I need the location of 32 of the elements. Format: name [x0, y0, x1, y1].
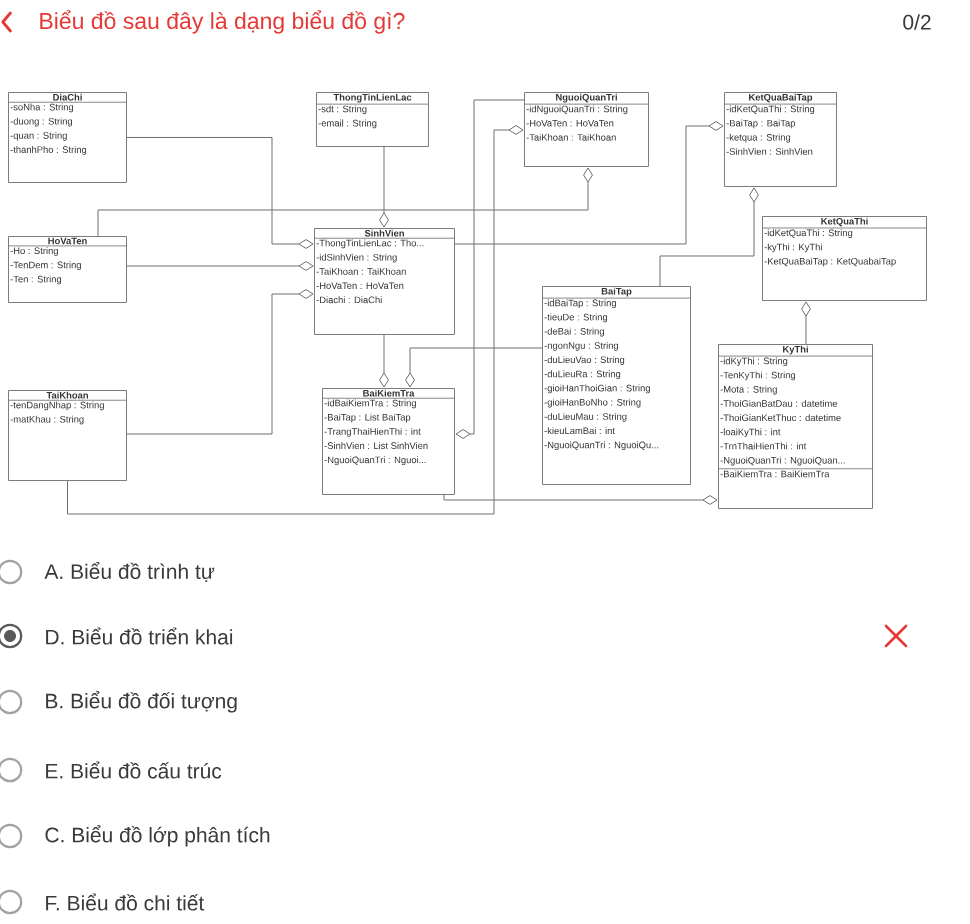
aggregation-line	[97, 167, 593, 237]
answer-option: F. Biểu đồ chi tiết	[46, 893, 205, 911]
aggregation-line	[405, 347, 543, 388]
answer-option: A. Biểu đồ trình tự	[44, 561, 215, 583]
aggregation-line	[126, 289, 314, 435]
question-text: Biểu đồ sau đây là dạng biểu đồ gì?	[40, 10, 405, 34]
aggregation-line	[126, 261, 314, 271]
aggregation-line	[379, 146, 389, 228]
aggregation-line	[801, 301, 811, 345]
class-box	[8, 236, 127, 303]
aggregation-line	[659, 187, 759, 287]
aggregation-line	[455, 99, 525, 439]
class-box	[524, 92, 649, 167]
aggregation-line	[67, 125, 524, 515]
answer-option: D. Biểu đồ triển khai	[46, 627, 233, 645]
class-box	[718, 344, 873, 509]
class-box	[322, 388, 455, 495]
class-box	[8, 92, 127, 183]
score-counter: 0/2	[903, 14, 931, 30]
aggregation-line	[443, 494, 718, 505]
answer-option: E. Biểu đồ cấu trúc	[46, 761, 222, 779]
aggregation-line	[454, 121, 724, 245]
class-box	[762, 216, 927, 301]
answer-option: C. Biểu đồ lớp phân tích	[45, 825, 270, 847]
class-box	[724, 92, 837, 187]
class-box	[316, 92, 429, 147]
answer-option: B. Biểu đồ đối tượng	[46, 691, 237, 713]
class-box	[314, 228, 455, 335]
class-box	[8, 390, 127, 481]
aggregation-line	[379, 334, 389, 388]
aggregation-line	[126, 137, 314, 249]
class-box	[542, 286, 691, 485]
